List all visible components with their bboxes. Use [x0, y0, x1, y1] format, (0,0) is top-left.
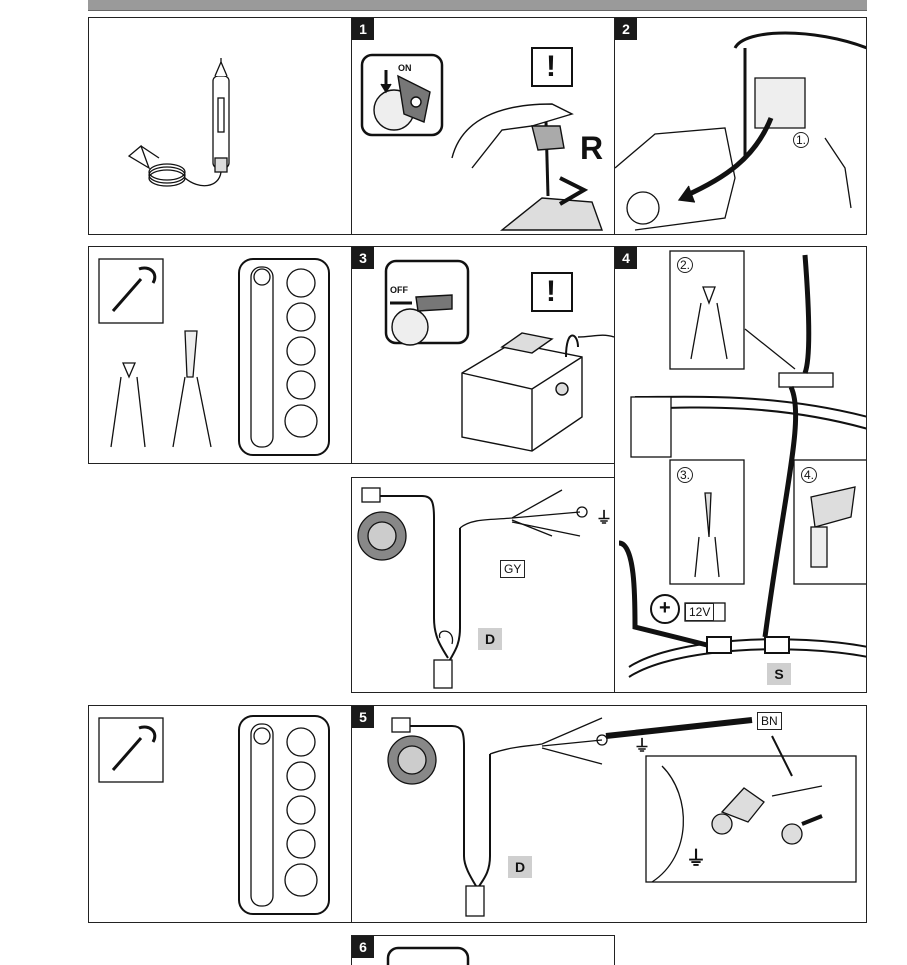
- step-3-badge: 3: [352, 247, 374, 269]
- voltage-label: 12V: [685, 603, 715, 621]
- battery-disconnect-illustration: [384, 259, 614, 452]
- warning-icon: !: [546, 50, 556, 83]
- ground-icon-2: ⏚: [634, 738, 651, 755]
- step-6-badge: 6: [352, 936, 374, 958]
- warning-icon-2: !: [546, 275, 556, 308]
- callout-1: 1.: [793, 132, 809, 148]
- step-4-badge: 4: [615, 247, 637, 269]
- page-top-bar: [88, 0, 867, 11]
- reverse-gear-label: R: [580, 130, 604, 166]
- tools-panel-pliers: [88, 246, 352, 464]
- step-6-illustration: [386, 946, 470, 965]
- step-2-panel: 2 1.: [614, 17, 867, 235]
- step-2-badge: 2: [615, 18, 637, 40]
- sensor-harness-illustration: [357, 487, 588, 689]
- device-wiring-panel: ⏚ GY D: [351, 477, 615, 693]
- test-lamp-illustration: [127, 58, 230, 187]
- wire-splice-illustration: [618, 250, 866, 678]
- step-5-badge: 5: [352, 706, 374, 728]
- rear-light-removal-illustration: [615, 31, 866, 231]
- callout-4: 4.: [801, 467, 817, 483]
- step-1-panel: 1 ON ! R: [351, 17, 615, 235]
- splice-s-label: S: [767, 663, 791, 685]
- step-3-panel: 3 OFF !: [351, 246, 615, 464]
- tools-panel-tester: [88, 17, 352, 235]
- wrench-and-sockets-illustration: [98, 715, 330, 915]
- key-off-label: OFF: [390, 285, 408, 295]
- device-d-label-2: D: [508, 856, 532, 878]
- step-6-panel: 6: [351, 935, 615, 965]
- pliers-and-sockets-illustration: [98, 258, 330, 456]
- step-1-badge: 1: [352, 18, 374, 40]
- step-4-panel: 4 2. 3. 4. +: [614, 246, 867, 693]
- brown-wire-label: BN: [757, 712, 782, 730]
- ground-icon-3: ⏚: [686, 848, 706, 870]
- callout-3: 3.: [677, 467, 693, 483]
- callout-2: 2.: [677, 257, 693, 273]
- step-5-panel: 5 BN ⏚ ⏚ D: [351, 705, 867, 923]
- ground-connection-illustration: [387, 717, 857, 917]
- ignition-on-reverse-illustration: [360, 47, 603, 231]
- plus-icon: +: [659, 597, 671, 619]
- tools-panel-sockets: [88, 705, 352, 923]
- device-d-label: D: [478, 628, 502, 650]
- ground-icon: ⏚: [596, 510, 613, 527]
- key-on-label: ON: [398, 63, 412, 73]
- grey-wire-label: GY: [500, 560, 526, 578]
